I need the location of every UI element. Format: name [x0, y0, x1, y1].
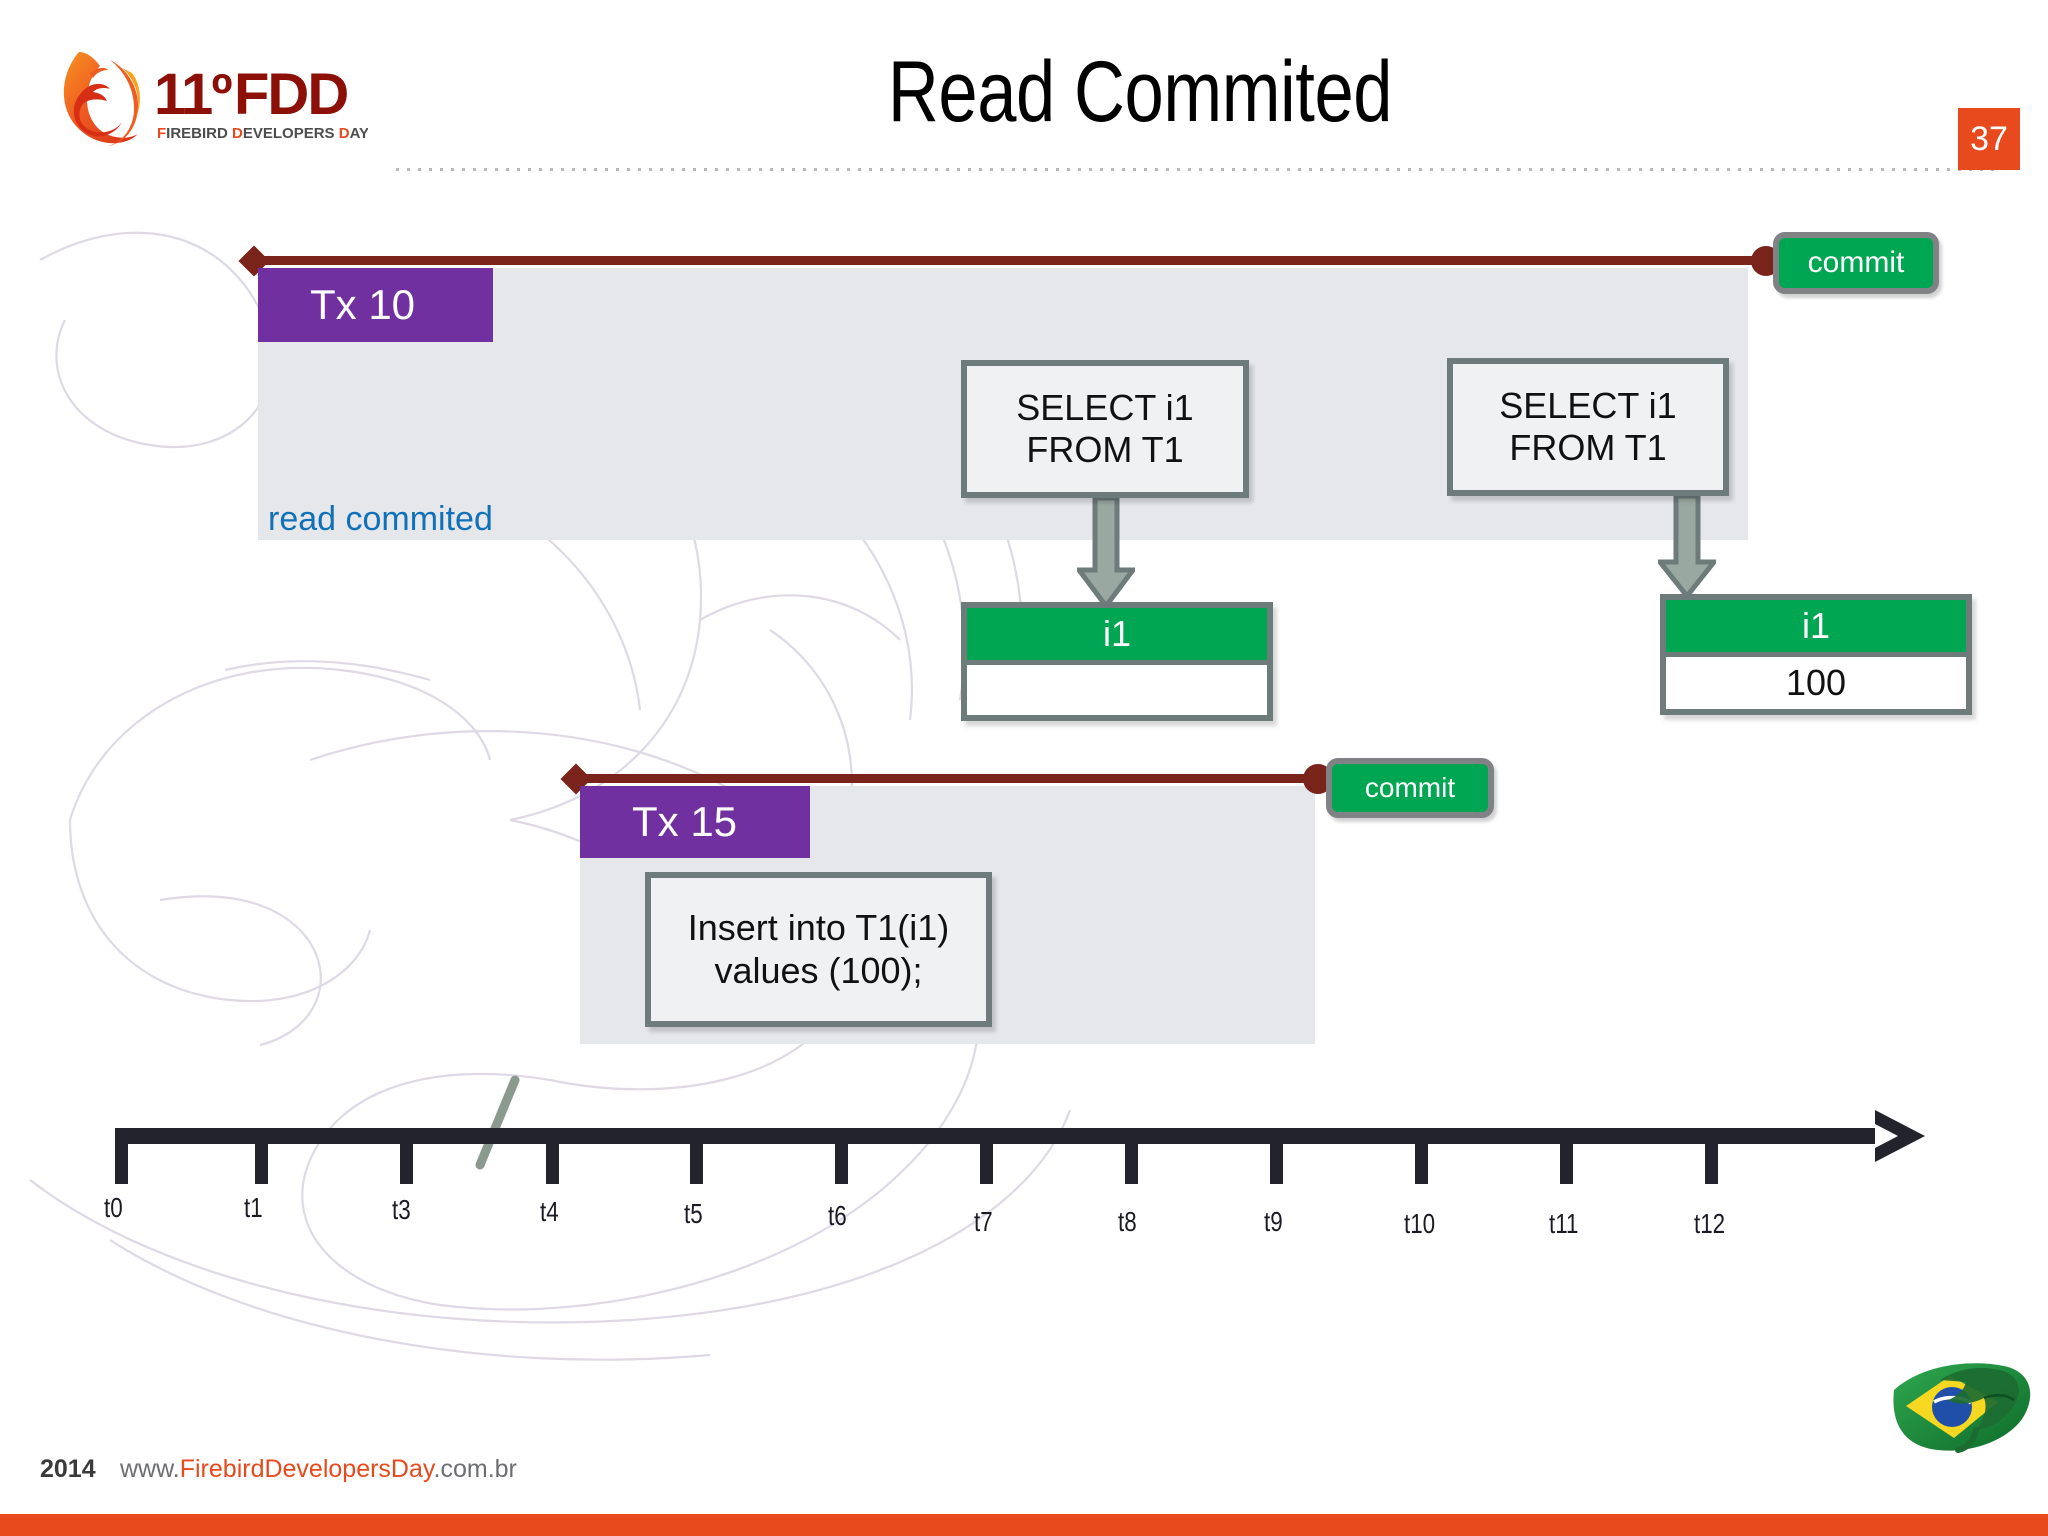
tx10-statement-1-line2: FROM T1 — [1026, 429, 1184, 470]
tx10-commit-label: commit — [1807, 246, 1905, 279]
tx10-statement-2: SELECT i1 FROM T1 — [1447, 358, 1729, 496]
tx10-result-1-value — [967, 665, 1267, 715]
tx10-result-2-value: 100 — [1666, 657, 1966, 709]
page-title: Read Commited — [887, 44, 1393, 140]
tx10-commit-button[interactable]: commit — [1773, 232, 1939, 294]
tx15-statement-1: Insert into T1(i1) values (100); — [645, 872, 992, 1027]
tx10-result-arrow-1 — [1077, 498, 1135, 610]
tx10-lifeline — [258, 256, 1766, 265]
svg-text:FDD: FDD — [234, 62, 347, 127]
tx15-statement-1-line1: Insert into T1(i1) — [687, 907, 950, 949]
logo-tagline: FIREBIRD DEVELOPERS DAY — [157, 125, 368, 142]
tx10-label: Tx 10 — [258, 268, 493, 342]
tx10-result-arrow-2 — [1658, 496, 1716, 600]
tick-label-t7: t7 — [974, 1206, 993, 1237]
tick-label-t10: t10 — [1404, 1208, 1436, 1239]
tick-label-t4: t4 — [540, 1196, 559, 1227]
tx10-result-1-column: i1 — [967, 608, 1267, 665]
footer-url-suffix: .com.br — [433, 1455, 517, 1483]
tick-label-t12: t12 — [1694, 1208, 1726, 1239]
tick-label-t11: t11 — [1549, 1208, 1579, 1239]
tick-label-t8: t8 — [1118, 1206, 1137, 1237]
footer-accent-bar — [0, 1514, 2048, 1536]
phoenix-mark — [63, 52, 140, 146]
footer-url[interactable]: www.FirebirdDevelopersDay.com.br — [120, 1455, 517, 1484]
tx10-result-table-1: i1 — [961, 602, 1273, 721]
footer-url-prefix: www. — [120, 1455, 180, 1483]
tx10-statement-1-line1: SELECT i1 — [1016, 386, 1194, 428]
tx10-isolation-note: read commited — [268, 500, 493, 538]
tx15-label-text: Tx 15 — [632, 798, 738, 845]
tx10-label-text: Tx 10 — [310, 281, 416, 328]
tick-label-t5: t5 — [684, 1198, 703, 1229]
tick-label-t3: t3 — [392, 1194, 411, 1225]
footer-year: 2014 — [40, 1455, 96, 1483]
tx15-lifeline — [580, 774, 1312, 783]
tx10-result-2-column: i1 — [1666, 600, 1966, 657]
tx15-commit-button[interactable]: commit — [1326, 758, 1494, 818]
footer-url-brand: FirebirdDevelopersDay — [179, 1455, 434, 1483]
tick-label-t9: t9 — [1264, 1206, 1283, 1237]
timeline-axis — [115, 1110, 1925, 1184]
fdd-logo: 11º FDD FIREBIRD DEVELOPERS DAY — [63, 52, 368, 146]
tx15-statement-1-line2: values (100); — [714, 949, 923, 991]
slide-number-badge: 37 — [1958, 108, 2020, 170]
tick-label-t1: t1 — [244, 1192, 263, 1223]
tx10-statement-2-line1: SELECT i1 — [1499, 384, 1677, 426]
logo-wordmark: 11º FDD — [154, 62, 349, 127]
tx15-label: Tx 15 — [580, 786, 810, 858]
svg-text:11º: 11º — [154, 62, 232, 127]
tick-label-t0: t0 — [104, 1192, 123, 1223]
tx10-result-table-2: i1 100 — [1660, 594, 1972, 715]
header-divider — [396, 168, 1996, 171]
tx15-commit-label: commit — [1364, 772, 1456, 803]
tick-label-t6: t6 — [828, 1200, 847, 1231]
brazil-flag-bird-icon — [1893, 1363, 2031, 1453]
tx10-statement-2-line2: FROM T1 — [1509, 427, 1667, 468]
svg-text:FIREBIRD DEVELOPERS DAY: FIREBIRD DEVELOPERS DAY — [157, 125, 368, 142]
tx10-statement-1: SELECT i1 FROM T1 — [961, 360, 1249, 498]
